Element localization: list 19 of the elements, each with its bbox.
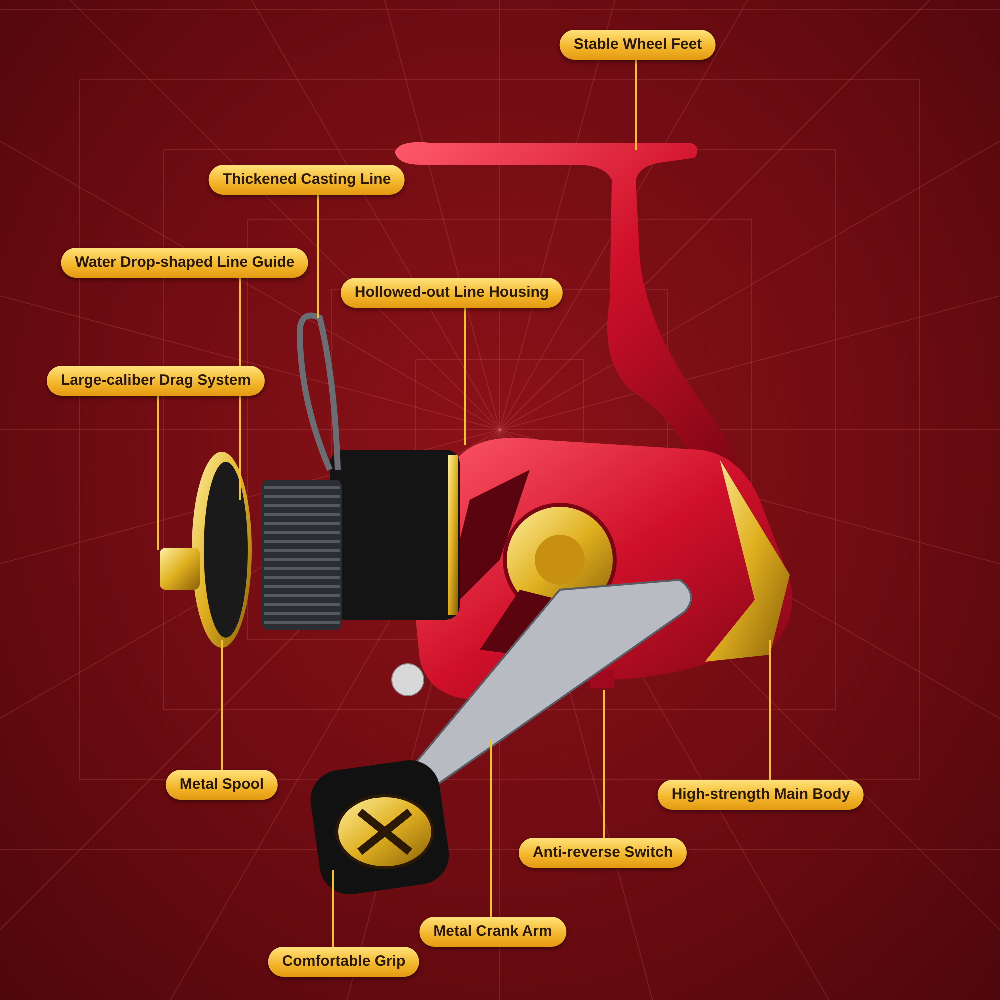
leader-line xyxy=(221,640,223,770)
leader-line xyxy=(490,740,492,917)
callout-label: Anti-reverse Switch xyxy=(518,838,688,868)
leader-line xyxy=(603,690,605,838)
callout-label: Hollowed-out Line Housing xyxy=(340,278,564,308)
leader-line xyxy=(635,60,637,150)
callout-label: Thickened Casting Line xyxy=(208,165,406,195)
callout-label: Comfortable Grip xyxy=(268,947,420,977)
callout-label: High-strength Main Body xyxy=(658,780,864,810)
callout-label: Water Drop-shaped Line Guide xyxy=(61,248,309,278)
callout-label: Large-caliber Drag System xyxy=(46,366,266,396)
leader-line xyxy=(769,640,771,780)
callout-label: Metal Spool xyxy=(166,770,278,800)
callout-label: Metal Crank Arm xyxy=(420,917,566,947)
leader-line xyxy=(464,308,466,445)
leader-line xyxy=(332,870,334,947)
leader-line xyxy=(157,396,159,550)
callout-label: Stable Wheel Feet xyxy=(560,30,716,60)
leader-line xyxy=(317,195,319,318)
